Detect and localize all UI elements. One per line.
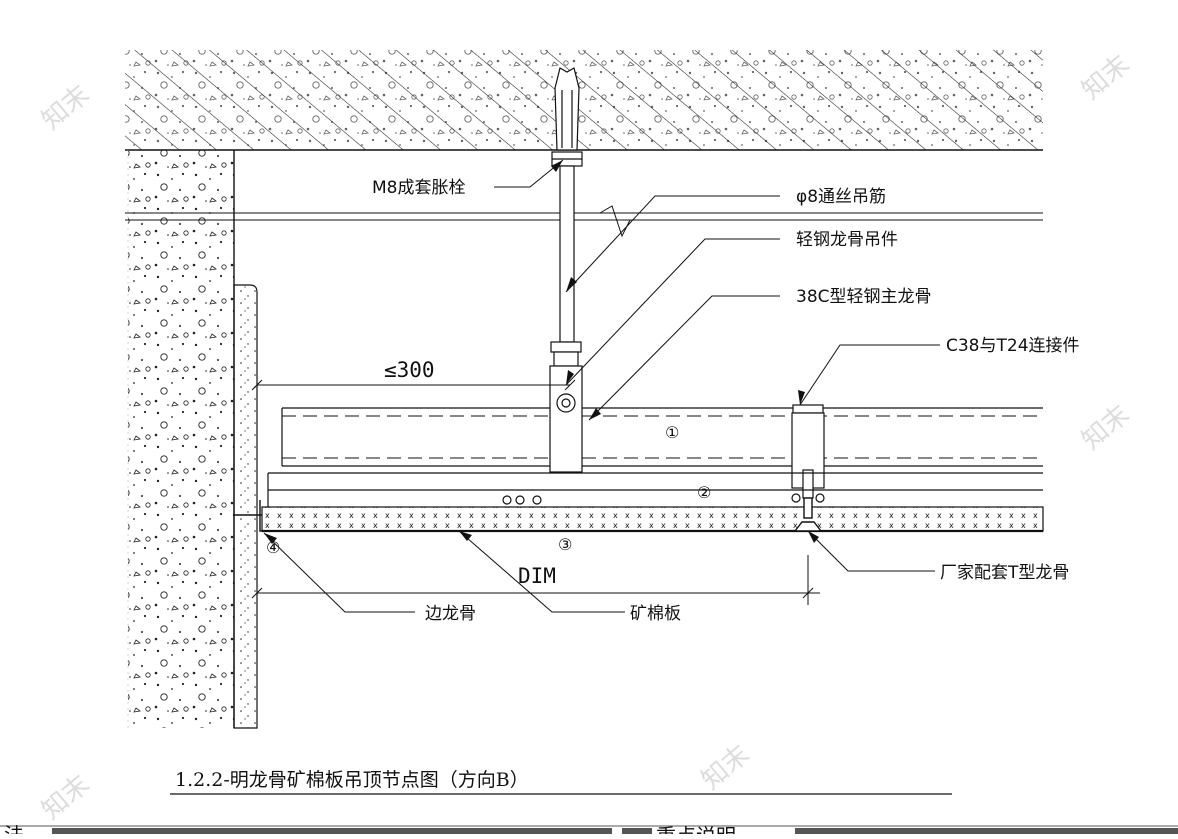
label-t-keel: 厂家配套T型龙骨 [940,563,1069,583]
marker-4: ④ [266,538,280,557]
svg-text:知末: 知末 [1076,399,1135,455]
label-connector: C38与T24连接件 [946,336,1080,356]
hanger [549,341,583,473]
leader-lines [263,159,940,613]
label-mineral-board: 矿棉板 [630,604,681,624]
marker-1: ① [665,423,679,442]
label-edge-keel: 边龙骨 [425,604,476,624]
wall-plaster [233,284,258,729]
expansion-bolt [551,67,583,167]
footer-bar [0,825,1178,834]
svg-text:知末: 知末 [696,739,755,795]
edge-keel [234,500,274,532]
break-lines [125,205,1043,238]
concrete-wall [127,150,235,728]
marker-2: ② [697,483,711,502]
cross-layer [267,472,1043,507]
label-phi8-rod: φ8通丝吊筋 [796,187,886,207]
dimension-lines [251,379,820,605]
connector-c38-t24 [791,404,825,503]
t-keel [793,497,823,532]
mineral-board [261,506,1044,533]
footer-right: 重点说明 [656,824,736,834]
svg-text:知末: 知末 [36,769,95,825]
label-hanger: 轻钢龙骨吊件 [796,230,898,250]
svg-text:知末: 知末 [36,79,95,135]
label-m8-bolt: M8成套胀栓 [372,178,465,198]
threaded-rod [559,165,575,343]
dimension-dim: DIM [518,564,556,588]
leader-arrows [264,160,819,544]
footer-left: 法 [4,823,24,834]
dimension-max-spacing: ≤300 [384,358,435,382]
main-keel [281,407,1043,467]
marker-3: ③ [558,535,572,554]
concrete-slab [125,50,1043,151]
label-main-keel: 38C型轻钢主龙骨 [796,287,932,307]
drawing-title: 1.2.2-明龙骨矿棉板吊顶节点图（方向B） [175,769,529,791]
svg-text:知末: 知末 [1076,49,1135,105]
